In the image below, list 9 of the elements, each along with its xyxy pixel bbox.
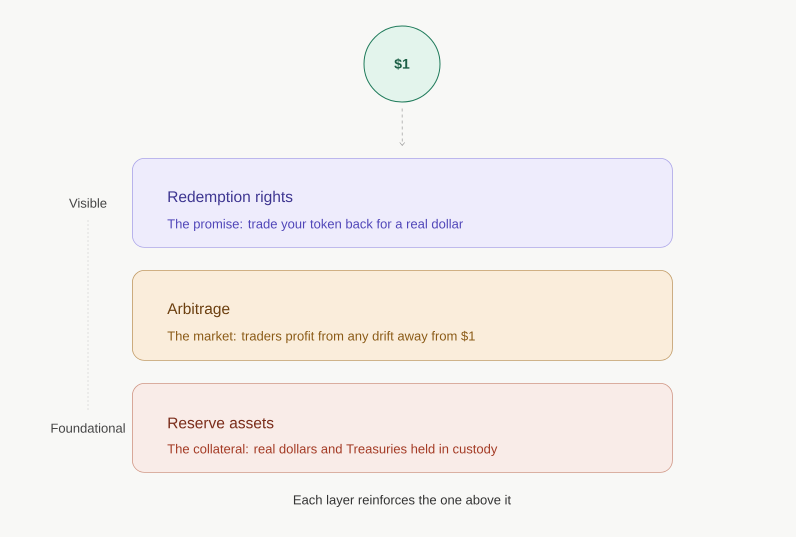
- layer-description: The market: traders profit from any drift away from $1: [168, 330, 475, 344]
- layer-title: Redemption rights: [168, 190, 292, 206]
- layer-title: Reserve assets: [168, 418, 274, 428]
- arrow: [399, 108, 406, 146]
- level-label: Visible: [69, 198, 106, 208]
- layer-title: Arbitrage: [167, 302, 230, 318]
- layer-description: The collateral: real dollars and Treasuries held in custody: [168, 444, 498, 456]
- layer-description: The promise: trade your token back for a real dollar: [168, 218, 463, 232]
- caption: Each layer reinforces the one above it: [294, 494, 511, 508]
